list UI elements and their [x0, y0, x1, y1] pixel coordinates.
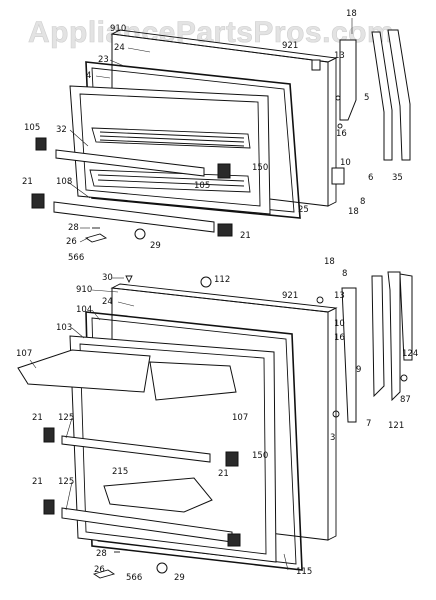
callout-label: 121: [388, 421, 404, 431]
callout-label: 26: [94, 565, 105, 575]
callout-label: 21: [32, 477, 43, 487]
callout-label: 18: [324, 257, 335, 267]
freezer-callouts: 18 910 24 921 13 23 4 5 105 32 16 150 10…: [22, 9, 403, 263]
callout-label: 104: [76, 305, 92, 315]
callout-label: 28: [96, 549, 107, 559]
callout-label: 3: [330, 433, 335, 443]
callout-label: 150: [252, 163, 268, 173]
callout-label: 107: [16, 349, 32, 359]
callout-label: 10: [334, 319, 345, 329]
callout-label: 115: [296, 567, 312, 577]
callout-label: 13: [334, 51, 345, 61]
callout-label: 921: [282, 41, 298, 51]
callout-label: 215: [112, 467, 128, 477]
callout-label: 566: [68, 253, 84, 263]
callout-label: 87: [400, 395, 411, 405]
callout-label: 566: [126, 573, 142, 583]
callout-label: 105: [24, 123, 40, 133]
callout-label: 8: [360, 197, 365, 207]
fresh-food-door-assembly: [17, 271, 413, 579]
callout-label: 35: [392, 173, 403, 183]
callout-label: 26: [66, 237, 77, 247]
callout-label: 124: [402, 349, 418, 359]
callout-label: 21: [240, 231, 251, 241]
callout-label: 107: [232, 413, 248, 423]
callout-label: 25: [298, 205, 309, 215]
callout-label: 21: [218, 469, 229, 479]
callout-label: 28: [68, 223, 79, 233]
callout-label: 112: [214, 275, 230, 285]
callout-label: 108: [56, 177, 72, 187]
callout-label: 13: [334, 291, 345, 301]
callout-label: 4: [86, 71, 91, 81]
callout-label: 103: [56, 323, 72, 333]
watermark: AppliancePartsPros.com: [28, 16, 394, 49]
callout-label: 125: [58, 413, 74, 423]
callout-label: 23: [98, 55, 109, 65]
callout-label: 29: [174, 573, 185, 583]
callout-label: 30: [102, 273, 113, 283]
callout-label: 9: [356, 365, 361, 375]
callout-label: 16: [336, 129, 347, 139]
callout-label: 18: [346, 9, 357, 19]
callout-label: 105: [194, 181, 210, 191]
callout-label: 5: [364, 93, 369, 103]
callout-label: 910: [76, 285, 92, 295]
callout-label: 7: [366, 419, 371, 429]
callout-label: 150: [252, 451, 268, 461]
callout-label: 16: [334, 333, 345, 343]
callout-label: 21: [22, 177, 33, 187]
callout-label: 921: [282, 291, 298, 301]
callout-label: 10: [340, 158, 351, 168]
callout-label: 6: [368, 173, 373, 183]
callout-label: 8: [342, 269, 347, 279]
callout-label: 32: [56, 125, 67, 135]
callout-label: 24: [114, 43, 125, 53]
callout-label: 125: [58, 477, 74, 487]
callout-label: 910: [110, 24, 126, 34]
callout-label: 18: [348, 207, 359, 217]
callout-label: 21: [32, 413, 43, 423]
fresh-food-callouts: 30 112 18 910 8 921 24 104 13 103 10 107…: [16, 257, 418, 583]
callout-label: 24: [102, 297, 113, 307]
callout-label: 29: [150, 241, 161, 251]
freezer-door-assembly: [31, 29, 411, 243]
